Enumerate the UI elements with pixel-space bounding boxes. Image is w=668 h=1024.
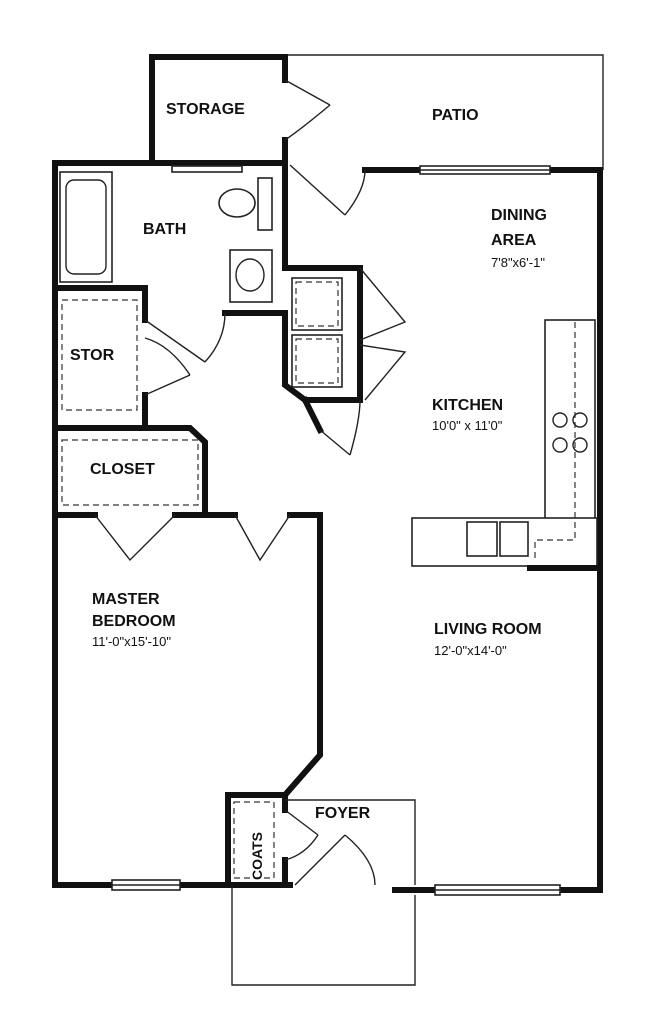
coats-label: COATS	[249, 832, 265, 880]
dining-label: DINING	[491, 207, 547, 224]
stor-walls	[52, 299, 148, 431]
laundry-closet	[282, 265, 363, 435]
closet-walls	[52, 425, 238, 518]
foyer-outline	[231, 799, 416, 986]
dining-dimensions: 7'8"x6'-1"	[491, 255, 545, 270]
windows	[111, 165, 561, 896]
patio-label: PATIO	[432, 107, 479, 124]
master-bedroom-label: MASTER	[92, 591, 160, 608]
dining-label-line2: AREA	[491, 232, 537, 249]
master-bedroom-dimensions: 11'-0"x15'-10"	[92, 634, 171, 649]
living-room-label: LIVING ROOM	[434, 621, 542, 638]
bath-walls	[52, 160, 288, 323]
kitchen-label: KITCHEN	[432, 397, 503, 414]
living-room-dimensions: 12'-0"x14'-0"	[434, 643, 507, 658]
stor-label: STOR	[70, 347, 115, 364]
closet-label: CLOSET	[90, 461, 155, 478]
master-bedroom-label-line2: BEDROOM	[92, 613, 176, 630]
bedroom-walls	[282, 512, 323, 803]
foyer-label: FOYER	[315, 805, 371, 822]
storage-label: STORAGE	[166, 101, 245, 118]
doors	[94, 79, 407, 886]
bath-label: BATH	[143, 221, 186, 238]
kitchen-dimensions: 10'0" x 11'0"	[432, 418, 503, 433]
bath-fixtures	[59, 171, 273, 303]
coats-closet-walls	[225, 792, 288, 888]
kitchen-counters	[411, 319, 603, 571]
